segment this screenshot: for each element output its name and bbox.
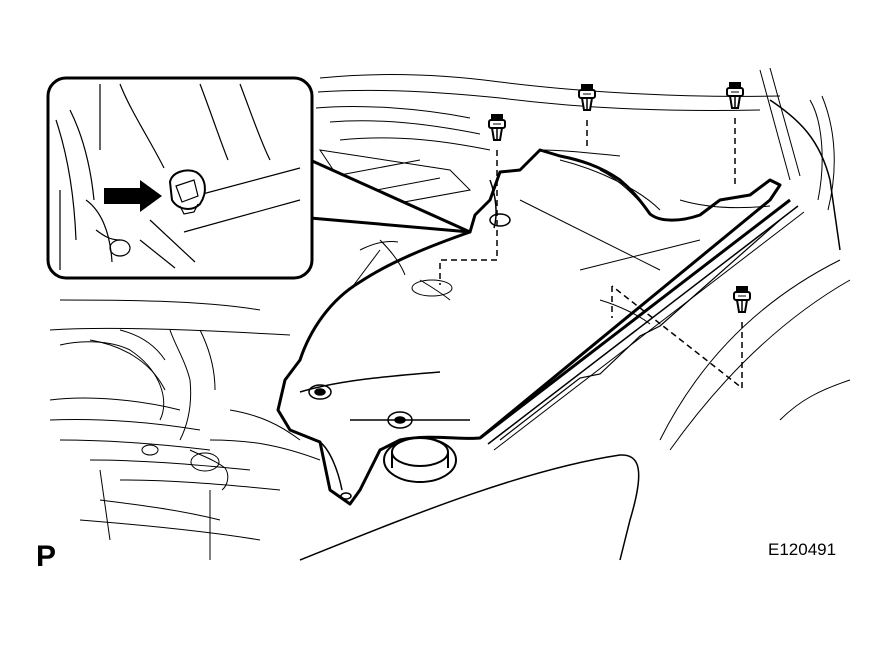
oil-filler-cap <box>383 437 457 483</box>
engine-cover <box>276 148 782 506</box>
callout-pointer <box>308 158 472 234</box>
detail-inset <box>46 76 314 280</box>
view-label: P <box>36 540 57 573</box>
weatherstrip <box>479 198 805 451</box>
figure-code: E120491 <box>768 540 837 559</box>
engine-bay-background <box>49 67 851 560</box>
clip-leader-lines <box>439 118 743 390</box>
engine-cover-details <box>299 179 511 500</box>
inset-clip <box>168 169 206 215</box>
hood-panel <box>299 99 841 561</box>
clip-marker <box>488 81 751 313</box>
arrow-icon <box>104 180 162 212</box>
